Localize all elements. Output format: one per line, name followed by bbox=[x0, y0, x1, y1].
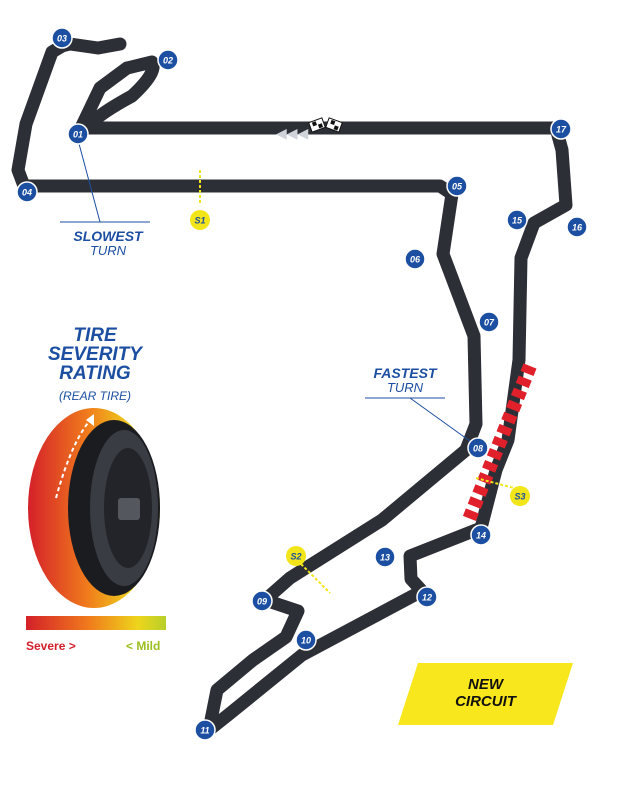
start-finish: ◀◀◀ bbox=[276, 117, 343, 142]
turn-badge-11: 11 bbox=[194, 719, 216, 741]
turn-badge-09: 09 bbox=[251, 590, 273, 612]
legend-mild-label: < Mild bbox=[126, 639, 161, 653]
turn-badge-label: 06 bbox=[410, 255, 421, 265]
turn-badge-14: 14 bbox=[470, 524, 492, 546]
severe-zone bbox=[461, 363, 537, 525]
turn-badge-label: 08 bbox=[473, 444, 483, 454]
turn-badge-03: 03 bbox=[51, 27, 73, 49]
turn-badge-label: 04 bbox=[22, 188, 32, 198]
turn-badge-15: 15 bbox=[506, 209, 528, 231]
turn-badge-01: 01 bbox=[67, 123, 89, 145]
severity-legend-bar bbox=[26, 616, 166, 630]
new-circuit-text: NEW CIRCUIT bbox=[455, 676, 516, 710]
turn-badge-16: 16 bbox=[566, 216, 588, 238]
sector-badge-s2: S2 bbox=[286, 546, 306, 566]
turn-badge-17: 17 bbox=[550, 118, 572, 140]
turn-badge-label: 10 bbox=[301, 636, 311, 646]
turn-badge-label: 05 bbox=[452, 182, 463, 192]
fastest-turn-sub: TURN bbox=[386, 380, 424, 395]
slowest-turn-title: SLOWEST bbox=[73, 228, 143, 244]
turn-badge-06: 06 bbox=[404, 248, 426, 270]
turn-badge-label: 02 bbox=[163, 56, 173, 66]
turn-badge-02: 02 bbox=[157, 49, 179, 71]
turn-badge-07: 07 bbox=[478, 311, 500, 333]
sector-badge-label: S3 bbox=[514, 492, 525, 502]
turn-badges: 01 02 03 04 05 06 07 08 09 10 11 12 13 14 15 16 17 bbox=[16, 27, 588, 741]
rear-tire-illustration bbox=[28, 408, 160, 608]
turn-badge-label: 11 bbox=[200, 726, 209, 736]
turn-badge-label: 15 bbox=[512, 216, 523, 226]
severity-title: TIRE SEVERITY RATING bbox=[48, 325, 142, 384]
track bbox=[11, 37, 573, 737]
fastest-turn-title: FASTEST bbox=[373, 365, 437, 381]
turn-badge-label: 12 bbox=[422, 593, 432, 603]
turn-badge-04: 04 bbox=[16, 181, 38, 203]
sector-badge-label: S2 bbox=[290, 552, 301, 562]
turn-badge-label: 01 bbox=[73, 130, 83, 140]
sector-badge-s1: S1 bbox=[190, 210, 210, 230]
sector-badge-label: S1 bbox=[194, 216, 205, 226]
turn-badge-10: 10 bbox=[295, 629, 317, 651]
turn-badge-13: 13 bbox=[374, 546, 396, 568]
slowest-turn-sub: TURN bbox=[89, 243, 127, 258]
new-circuit-badge bbox=[398, 663, 573, 725]
turn-badge-label: 14 bbox=[476, 531, 486, 541]
turn-badge-08: 08 bbox=[467, 437, 489, 459]
severity-subtitle: (REAR TIRE) bbox=[59, 389, 131, 403]
turn-badge-label: 07 bbox=[484, 318, 495, 328]
direction-arrows-icon: ◀◀◀ bbox=[276, 126, 309, 142]
turn-badge-05: 05 bbox=[446, 175, 468, 197]
legend-severe-label: Severe > bbox=[26, 639, 76, 653]
turn-badge-label: 13 bbox=[380, 553, 390, 563]
chequered-flag-icon bbox=[308, 117, 343, 133]
sector-badge-s3: S3 bbox=[510, 486, 530, 506]
turn-badge-label: 03 bbox=[57, 34, 67, 44]
turn-badge-label: 09 bbox=[257, 597, 267, 607]
turn-badge-label: 16 bbox=[572, 223, 583, 233]
track-path bbox=[11, 37, 573, 737]
turn-badge-12: 12 bbox=[416, 586, 438, 608]
turn-badge-label: 17 bbox=[556, 125, 567, 135]
